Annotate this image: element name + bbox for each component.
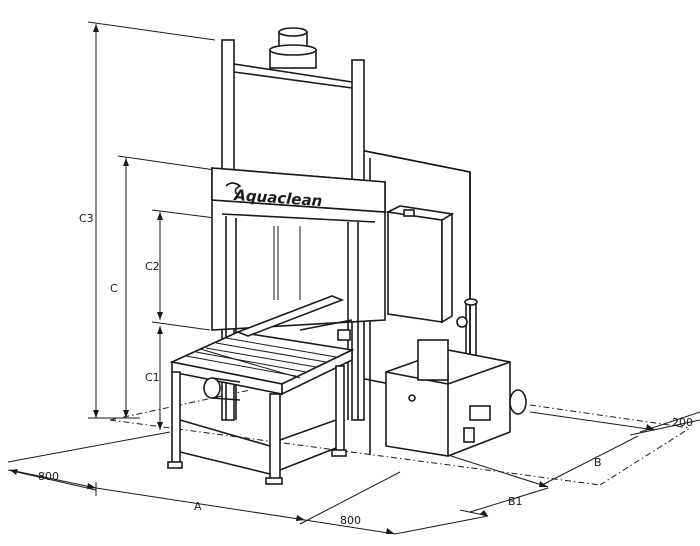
dim-label-c2: C2 xyxy=(145,260,160,273)
dimension-labels: C3 C C2 C1 800 A 800 B1 B 200 xyxy=(38,212,693,527)
electrical-box xyxy=(385,205,455,324)
dim-label-depth-right: 200 xyxy=(672,416,693,429)
tank-unit xyxy=(385,339,527,457)
dim-label-width-bottom: 800 xyxy=(340,514,361,527)
horizontal-dimensions xyxy=(7,411,700,535)
vertical-dimensions xyxy=(87,21,216,430)
dim-label-c: C xyxy=(110,282,118,295)
dim-label-b: B xyxy=(594,456,602,469)
dim-label-b1: B1 xyxy=(508,495,523,508)
loading-table xyxy=(167,295,355,485)
dim-label-c3: C3 xyxy=(79,212,94,225)
column-frame: Aquaclean xyxy=(211,27,386,421)
dim-label-width-left: 800 xyxy=(38,470,59,483)
dim-label-c1: C1 xyxy=(145,371,160,384)
dim-label-a: A xyxy=(194,500,202,513)
brand-logo-icon xyxy=(225,182,242,196)
